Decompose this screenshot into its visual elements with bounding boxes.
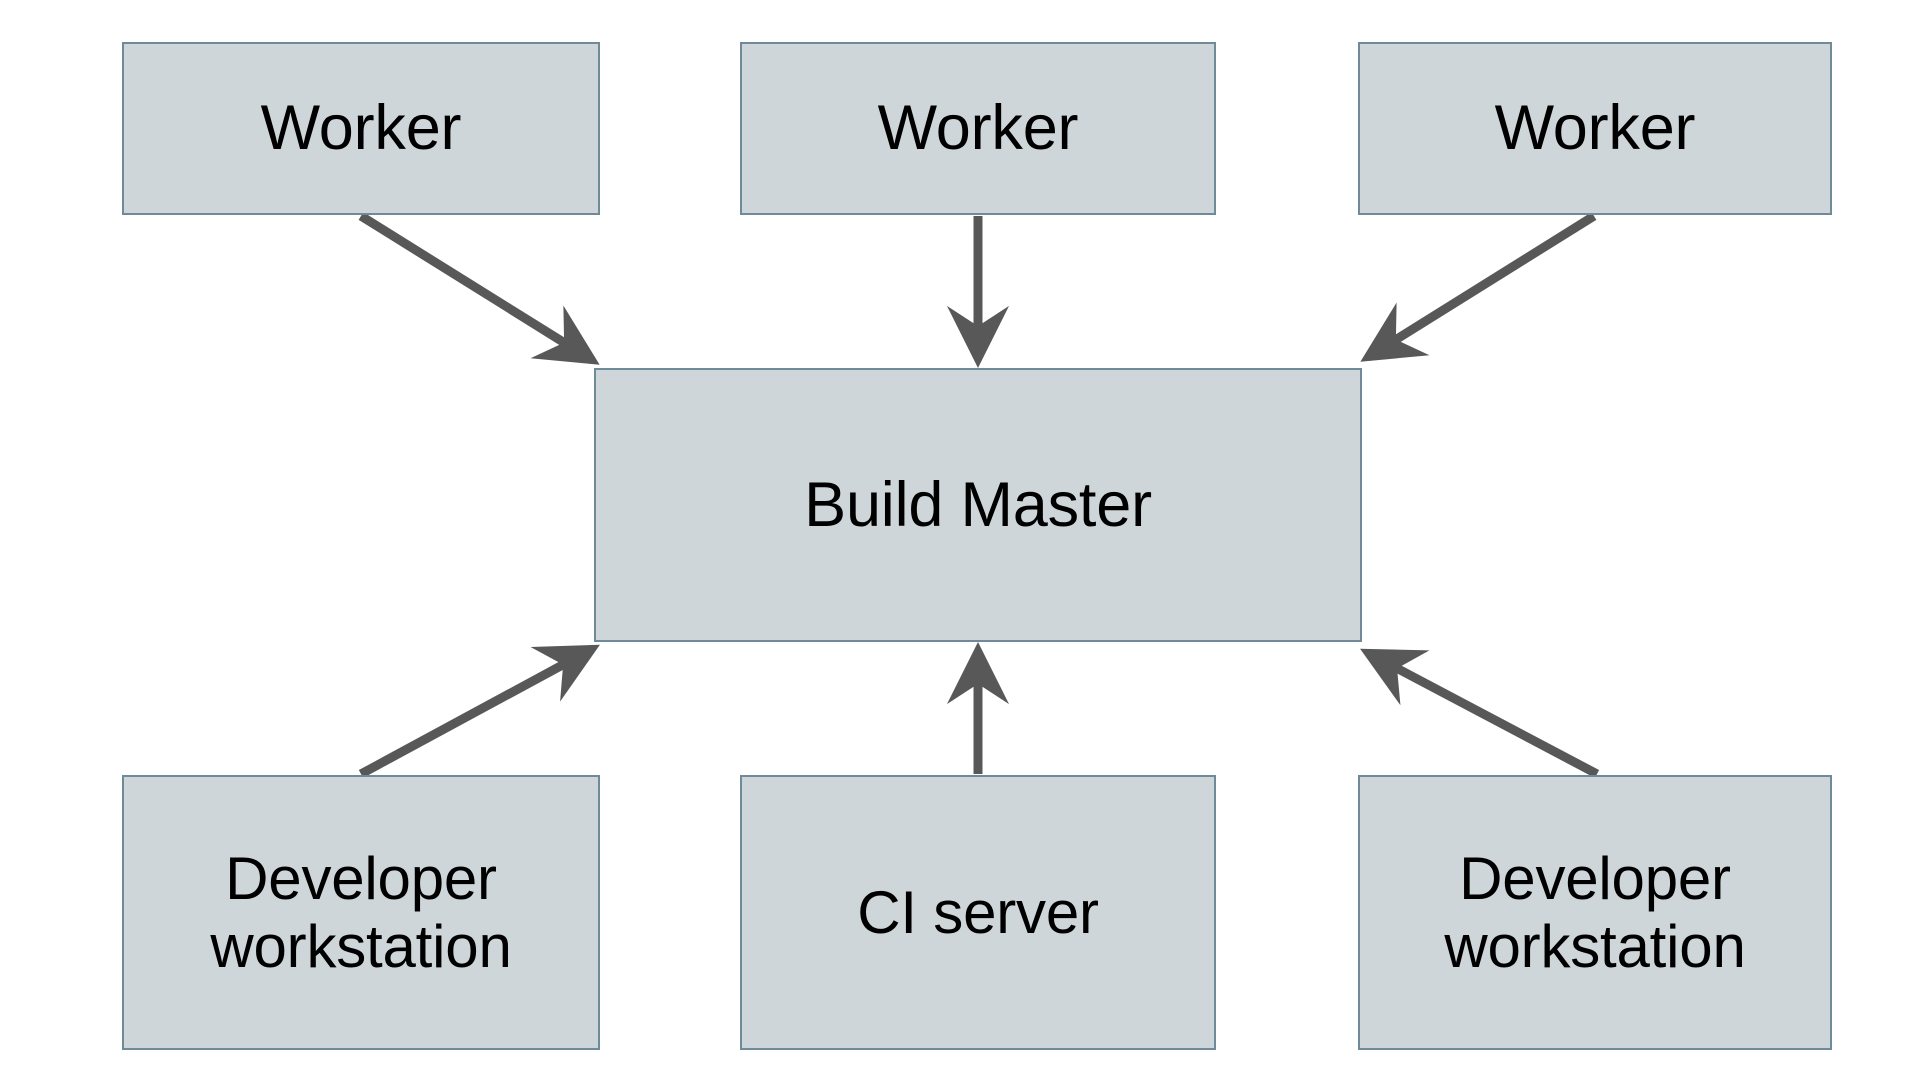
node-developer-workstation-2[interactable]: Developer workstation <box>1358 775 1832 1050</box>
node-developer-workstation-1-label: Developer workstation <box>210 845 512 980</box>
node-ci-server[interactable]: CI server <box>740 775 1216 1050</box>
node-worker-3[interactable]: Worker <box>1358 42 1832 215</box>
node-build-master-label: Build Master <box>804 469 1152 540</box>
node-worker-2-label: Worker <box>877 93 1079 164</box>
node-worker-3-label: Worker <box>1494 93 1696 164</box>
node-worker-2[interactable]: Worker <box>740 42 1216 215</box>
node-ci-server-label: CI server <box>857 878 1099 946</box>
edge-dev-workstation-2-to-build-master <box>1360 648 1600 778</box>
edge-worker-3-to-build-master <box>1360 212 1597 362</box>
node-developer-workstation-2-label: Developer workstation <box>1444 845 1746 980</box>
node-build-master[interactable]: Build Master <box>594 368 1362 642</box>
node-worker-1[interactable]: Worker <box>122 42 600 215</box>
edge-dev-workstation-1-to-build-master <box>358 644 600 778</box>
node-worker-1-label: Worker <box>260 93 462 164</box>
node-developer-workstation-1[interactable]: Developer workstation <box>122 775 600 1050</box>
edge-worker-1-to-build-master <box>358 212 600 365</box>
